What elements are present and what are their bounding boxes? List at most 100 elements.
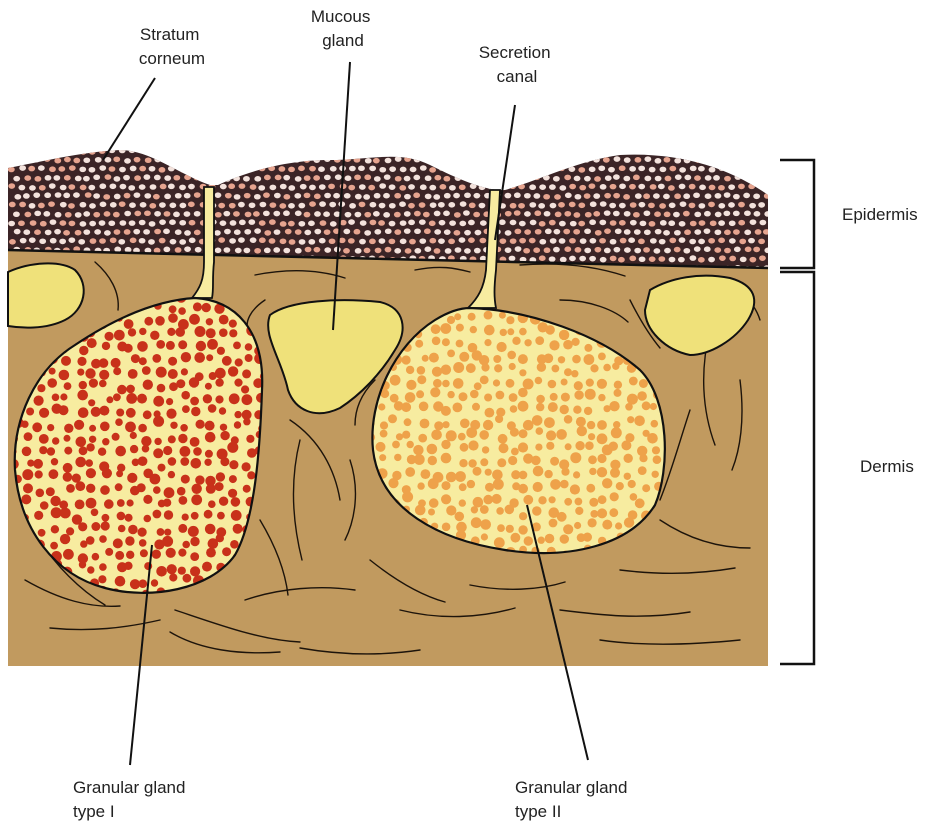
granule [615, 522, 623, 530]
epidermis-cell [119, 220, 127, 226]
epidermis-cell [634, 247, 642, 254]
epidermis-cell [697, 165, 705, 172]
granule [23, 483, 33, 494]
epidermis-cell [708, 201, 715, 208]
granule [430, 387, 441, 398]
epidermis-cell [418, 202, 426, 208]
granule [45, 487, 55, 497]
connective-fiber [659, 409, 691, 501]
epidermis-cell [249, 237, 257, 243]
granule [379, 429, 388, 438]
epidermis-cell [643, 210, 651, 217]
epidermis-cell [113, 229, 121, 235]
granule [220, 457, 230, 467]
granule [623, 517, 635, 528]
epidermis-cell [279, 183, 287, 190]
epidermis-cell [694, 175, 701, 181]
epidermis-cell [119, 166, 126, 173]
epidermis-cell [669, 165, 677, 172]
epidermis-cell [414, 228, 421, 235]
epidermis-cell [29, 185, 36, 191]
epidermis-cell [668, 220, 676, 227]
granule [454, 313, 462, 321]
epidermis-cell [629, 150, 637, 154]
granule [589, 467, 597, 476]
granule [113, 393, 121, 402]
granule [519, 369, 527, 377]
granule [205, 483, 216, 494]
granule [458, 499, 466, 507]
epidermis-cell [639, 150, 647, 155]
epidermis-cell [113, 193, 121, 200]
epidermis-cell [98, 220, 106, 226]
epidermis-cell [293, 157, 301, 163]
epidermis-cell [613, 192, 621, 199]
epidermis-cell [388, 202, 396, 209]
granule [123, 343, 133, 353]
epidermis-cell [324, 192, 331, 199]
epidermis-cell [624, 247, 631, 253]
granule [241, 385, 250, 394]
granule [573, 405, 582, 414]
epidermis-cell [729, 255, 737, 262]
epidermis-cell [638, 256, 646, 263]
epidermis-cell [99, 165, 107, 171]
epidermis-cell [374, 247, 382, 254]
epidermis-cell [604, 228, 611, 234]
granule [243, 418, 251, 426]
label-granular-gland-type-1: Granular gland type I [73, 778, 190, 821]
epidermis-cell [404, 193, 411, 200]
granule [216, 448, 228, 460]
epidermis-cell [353, 228, 361, 235]
epidermis-cell [238, 201, 245, 208]
epidermis-cell [714, 193, 722, 199]
granule [201, 302, 211, 313]
granule [418, 433, 428, 443]
epidermis-cell [279, 203, 287, 209]
granule [623, 453, 633, 463]
epidermis-cell [709, 220, 717, 227]
granule [523, 453, 534, 464]
epidermis-cell [214, 192, 222, 198]
epidermis-cell [243, 192, 251, 199]
epidermis-cell [669, 237, 677, 244]
granule [560, 378, 568, 386]
epidermis-cell [323, 211, 330, 217]
epidermis-cell [399, 201, 406, 207]
granule [641, 401, 651, 411]
epidermis-cell [734, 157, 742, 164]
epidermis-cell [518, 220, 526, 227]
epidermis-cell [283, 194, 291, 200]
granule [180, 474, 190, 484]
epidermis-cell [144, 157, 152, 164]
granule [99, 563, 107, 571]
epidermis-cell [548, 256, 556, 262]
epidermis-cell [163, 246, 171, 253]
epidermis-cell [518, 166, 526, 173]
epidermis-cell [283, 247, 291, 254]
epidermis-cell [748, 150, 756, 154]
epidermis-cell [274, 157, 282, 164]
epidermis-cell [253, 156, 261, 163]
granule [613, 388, 622, 397]
granule [179, 446, 191, 457]
epidermis-cell [429, 202, 437, 208]
epidermis-cell [453, 212, 461, 218]
epidermis-cell [593, 211, 601, 217]
granule [509, 427, 519, 437]
epidermis-cell [124, 210, 132, 217]
label-granular-gland-type-2: Granular gland type II [515, 778, 632, 821]
granule [457, 432, 466, 441]
epidermis-cell [708, 256, 715, 263]
epidermis-cell [604, 175, 612, 181]
granule [91, 358, 101, 369]
granule [479, 505, 489, 514]
leader-secretion-canal [494, 104, 516, 241]
epidermis-cell [223, 210, 231, 217]
epidermis-cell [724, 247, 731, 254]
epidermis-cell [149, 203, 157, 209]
granule [550, 456, 560, 466]
epidermis-cell [163, 211, 171, 217]
epidermis-cell [619, 183, 626, 190]
epidermis-cell [728, 202, 735, 208]
